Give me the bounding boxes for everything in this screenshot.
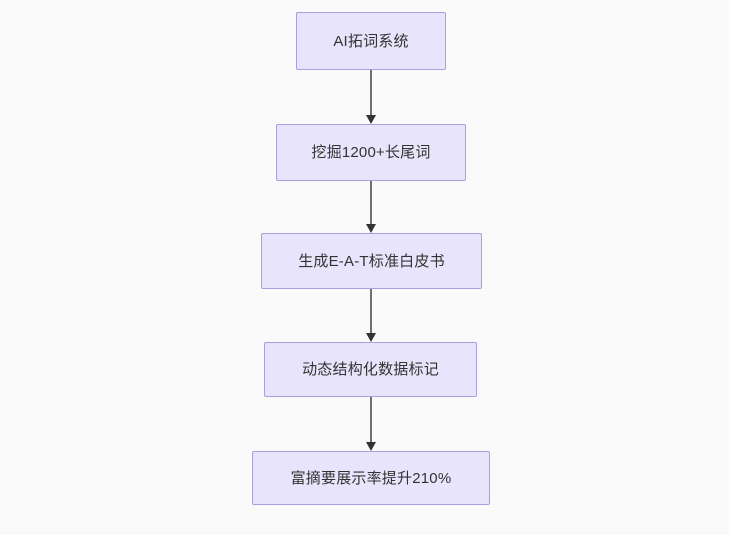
arrowhead-icon <box>366 115 376 124</box>
arrowhead-icon <box>366 224 376 233</box>
arrowhead-icon <box>366 442 376 451</box>
flow-node-label: 动态结构化数据标记 <box>302 361 439 378</box>
flow-node-dynamic-structured-data-markup[interactable]: 动态结构化数据标记 <box>264 342 477 397</box>
flow-node-label: 富摘要展示率提升210% <box>290 469 452 487</box>
flow-node-label: 生成E-A-T标准白皮书 <box>298 252 445 270</box>
edge-line <box>370 289 372 333</box>
flow-node-mine-longtail-keywords[interactable]: 挖掘1200+长尾词 <box>276 124 466 181</box>
edge-line <box>370 397 372 442</box>
flow-node-generate-eat-whitepaper[interactable]: 生成E-A-T标准白皮书 <box>261 233 482 289</box>
flow-node-ai-keyword-system[interactable]: AI拓词系统 <box>296 12 446 70</box>
flow-node-label: AI拓词系统 <box>333 32 409 50</box>
flow-node-rich-snippet-impression-uplift[interactable]: 富摘要展示率提升210% <box>252 451 490 505</box>
edge-line <box>370 181 372 224</box>
arrowhead-icon <box>366 333 376 342</box>
edge-line <box>370 70 372 115</box>
flow-node-label: 挖掘1200+长尾词 <box>311 144 431 161</box>
